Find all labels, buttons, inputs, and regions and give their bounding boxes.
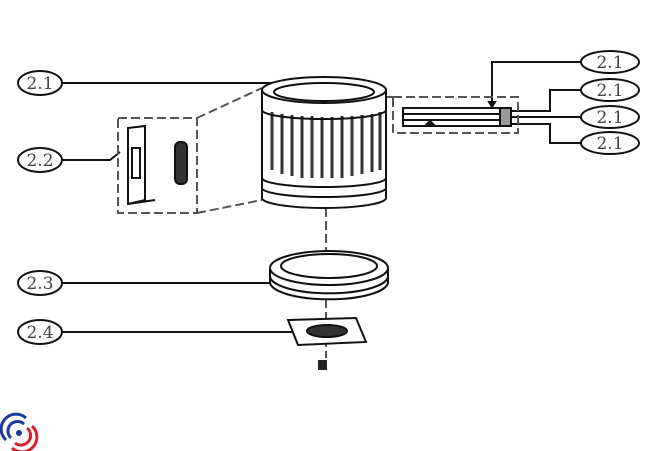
callout-right-2	[512, 78, 640, 112]
detail-box-right	[392, 96, 519, 134]
label-right-4: 2.1	[596, 134, 623, 154]
screw	[318, 360, 327, 370]
label-2-1: 2.1	[26, 74, 53, 94]
part-2-4-plate	[286, 316, 368, 347]
label-2-3: 2.3	[26, 274, 53, 294]
swirl-logo-icon	[0, 412, 39, 451]
part-2-2-clip	[127, 124, 188, 206]
detail-box-2-2	[117, 117, 198, 214]
label-right-3: 2.1	[596, 108, 623, 128]
callout-2-3	[17, 270, 276, 296]
callout-2-2	[17, 147, 121, 173]
callout-2-1-left	[17, 70, 272, 96]
label-right-1: 2.1	[596, 53, 623, 73]
part-2-3-ring	[269, 250, 389, 301]
callout-right-3	[512, 105, 640, 129]
label-2-2: 2.2	[26, 151, 53, 171]
label-right-2: 2.1	[596, 81, 623, 101]
callout-right-1	[491, 50, 640, 102]
part-2-1-rail	[402, 101, 512, 127]
label-2-4: 2.4	[26, 323, 53, 343]
callout-2-4	[17, 319, 292, 345]
callout-right-4	[512, 123, 640, 155]
part-2-1-cylinder	[261, 76, 387, 209]
